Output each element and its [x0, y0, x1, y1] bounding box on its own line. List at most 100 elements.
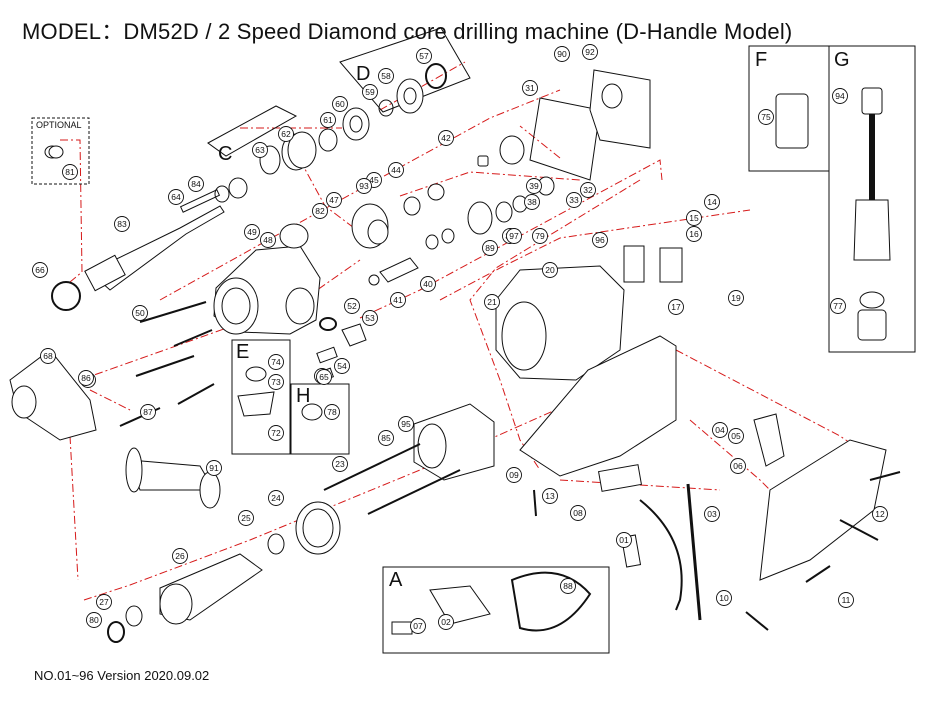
part-number-85: 85	[381, 433, 391, 443]
group-c-outline	[207, 105, 298, 157]
callout-circle	[668, 299, 684, 315]
group-labels: OPTIONAL C D E H F G A	[36, 49, 850, 591]
callout-circle	[206, 460, 222, 476]
part-number-44: 44	[391, 165, 401, 175]
part-callout-15: 15	[686, 210, 702, 226]
callout-circle	[506, 467, 522, 483]
part-number-92: 92	[585, 47, 595, 57]
callout-circle	[238, 510, 254, 526]
callout-circle	[114, 216, 130, 232]
part-number-58: 58	[381, 71, 391, 81]
callout-circle	[582, 44, 598, 60]
part-callout-74: 74	[268, 354, 284, 370]
callout-circle	[686, 226, 702, 242]
callout-circle	[62, 164, 78, 180]
part-number-79: 79	[535, 231, 545, 241]
part-callout-93: 93	[356, 178, 372, 194]
group-g-box	[828, 45, 916, 353]
part-number-25: 25	[241, 513, 251, 523]
part-number-20: 20	[545, 265, 555, 275]
part-number-53: 53	[365, 313, 375, 323]
part-number-27: 27	[99, 597, 109, 607]
part-callout-49: 49	[244, 224, 260, 240]
part-number-54: 54	[337, 361, 347, 371]
part-number-11: 11	[842, 595, 851, 605]
group-a-box	[382, 566, 610, 654]
part-callout-05: 05	[728, 428, 744, 444]
part-callout-10: 10	[716, 590, 732, 606]
part-callout-14: 14	[704, 194, 720, 210]
callout-circle	[832, 88, 848, 104]
part-callout-07: 07	[410, 618, 426, 634]
part-number-94: 94	[835, 91, 845, 101]
part-number-72: 72	[271, 428, 281, 438]
callout-circle	[324, 404, 340, 420]
part-number-31: 31	[525, 83, 535, 93]
part-number-87: 87	[143, 407, 153, 417]
part-callout-39: 39	[526, 178, 542, 194]
optional-box	[31, 117, 90, 185]
part-number-74: 74	[271, 357, 281, 367]
part-callout-97: 97	[506, 228, 522, 244]
callout-circle	[32, 262, 48, 278]
optional-label: OPTIONAL	[36, 120, 82, 130]
callout-circle	[398, 416, 414, 432]
group-g-label: G	[834, 49, 850, 71]
part-callout-77: 77	[830, 298, 846, 314]
part-number-62: 62	[281, 129, 291, 139]
part-callout-85: 85	[378, 430, 394, 446]
part-number-86: 86	[81, 373, 91, 383]
part-number-42: 42	[441, 133, 451, 143]
callout-circle	[244, 224, 260, 240]
part-callout-50: 50	[132, 305, 148, 321]
part-number-05: 05	[731, 431, 741, 441]
part-callout-87: 87	[140, 404, 156, 420]
callout-circle	[140, 404, 156, 420]
part-callout-02: 02	[438, 614, 454, 630]
part-callout-62: 62	[278, 126, 294, 142]
callout-circle	[172, 548, 188, 564]
callout-circle	[872, 506, 888, 522]
part-callout-78: 78	[324, 404, 340, 420]
part-callout-04: 04	[712, 422, 728, 438]
part-callout-25: 25	[238, 510, 254, 526]
part-number-12: 12	[875, 509, 885, 519]
part-callout-01: 01	[616, 532, 632, 548]
part-callout-06: 06	[730, 458, 746, 474]
version-footer: NO.01~96 Version 2020.09.02	[34, 668, 210, 683]
part-callout-33: 33	[566, 192, 582, 208]
part-callout-92: 92	[582, 44, 598, 60]
callout-circle	[268, 354, 284, 370]
part-number-03: 03	[707, 509, 717, 519]
callout-circle	[686, 210, 702, 226]
part-number-89: 89	[485, 243, 495, 253]
part-number-33: 33	[569, 195, 579, 205]
part-callout-24: 24	[268, 490, 284, 506]
callout-circle	[484, 294, 500, 310]
part-callout-86: 86	[78, 370, 94, 386]
part-callout-44: 44	[388, 162, 404, 178]
group-h-box	[290, 383, 350, 455]
callout-circle	[78, 370, 94, 386]
callout-circle	[378, 430, 394, 446]
part-number-84: 84	[191, 179, 201, 189]
callout-circle	[356, 178, 372, 194]
part-callout-94: 94	[832, 88, 848, 104]
part-number-91: 91	[209, 463, 219, 473]
part-callout-73: 73	[268, 374, 284, 390]
part-callout-66: 66	[32, 262, 48, 278]
callout-circle	[416, 48, 432, 64]
part-number-97: 97	[509, 231, 519, 241]
callout-circle	[388, 162, 404, 178]
callout-circle	[362, 84, 378, 100]
part-callout-54: 54	[334, 358, 350, 374]
callout-circle	[712, 422, 728, 438]
part-callout-08: 08	[570, 505, 586, 521]
part-callout-42: 42	[438, 130, 454, 146]
callout-circle	[566, 192, 582, 208]
part-callout-16: 16	[686, 226, 702, 242]
part-callout-88: 88	[560, 578, 576, 594]
part-callout-60: 60	[332, 96, 348, 112]
part-callout-09: 09	[506, 467, 522, 483]
